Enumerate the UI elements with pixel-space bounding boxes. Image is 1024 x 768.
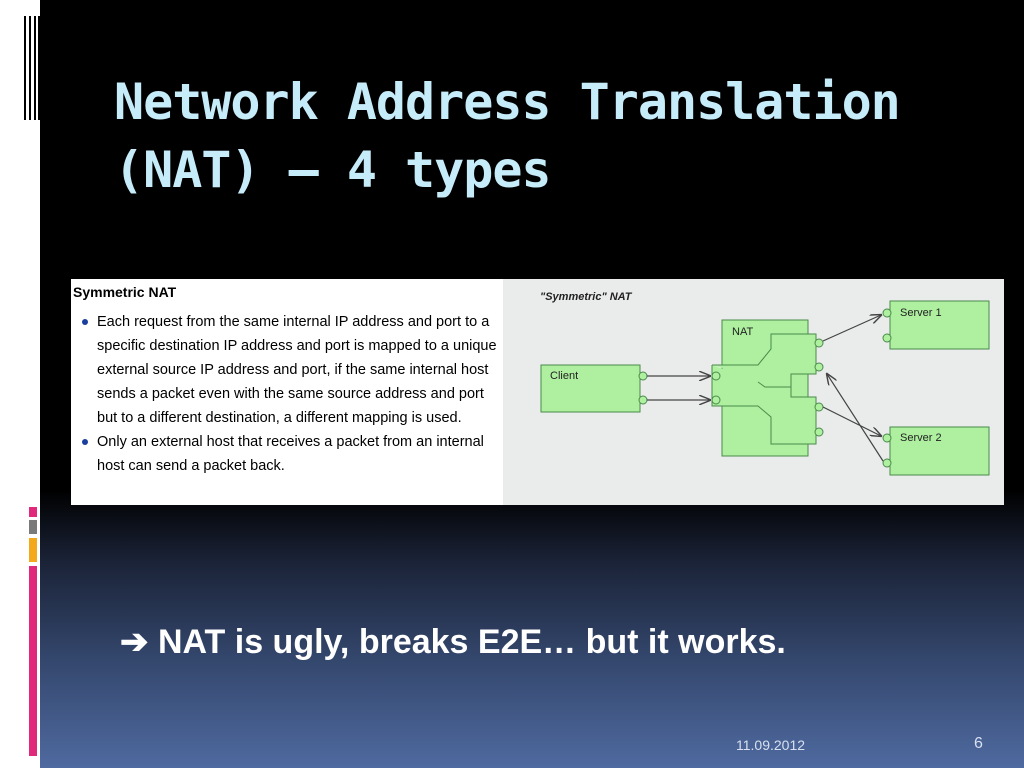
accent-bar-orange [29,538,37,562]
server-port-icon [882,433,892,443]
nat-mapping-icon [711,333,817,445]
bullet-icon [82,319,88,325]
client-label: Client [550,370,578,382]
arrow-icon [827,374,884,462]
title-line-1: Network Address Translation [114,73,901,131]
server-port-icon [882,458,892,468]
client-port-icon [638,395,648,405]
decorative-lines [24,16,40,120]
server2-box [889,426,990,476]
title-line-2: (NAT) – 4 types [114,141,552,199]
slide-page-number: 6 [974,735,983,752]
server-port-icon [882,308,892,318]
server2-label: Server 2 [900,432,942,444]
bullet-text: Only an external host that receives a pa… [97,434,484,474]
server-port-icon [882,333,892,343]
nat-port-icon [711,371,721,381]
bullet-item: Only an external host that receives a pa… [81,430,501,478]
figure-bullet-list: Each request from the same internal IP a… [81,310,501,478]
nat-port-icon [814,362,824,372]
nat-label: NAT [732,326,753,338]
accent-bar-gray [29,520,37,534]
server1-label: Server 1 [900,307,942,319]
slide-date: 11.09.2012 [736,737,806,753]
figure-heading: Symmetric NAT [73,284,177,300]
arrow-icon [822,315,881,342]
symmetric-nat-diagram: "Symmetric" NAT Client NAT Server 1 Serv… [503,279,1004,505]
callout-text: ➔ NAT is ugly, breaks E2E… but it works. [120,622,786,662]
nat-port-icon [814,338,824,348]
bullet-text: Each request from the same internal IP a… [97,314,497,426]
bullet-item: Each request from the same internal IP a… [81,310,501,430]
server1-box [889,300,990,350]
client-port-icon [638,371,648,381]
slide-title: Network Address Translation (NAT) – 4 ty… [114,68,994,204]
nat-port-icon [814,402,824,412]
nat-port-icon [814,427,824,437]
accent-bar-pink-long [29,566,37,756]
client-box [540,364,641,413]
bullet-icon [82,439,88,445]
nat-figure: Symmetric NAT Each request from the same… [71,279,1004,505]
diagram-title: "Symmetric" NAT [540,291,633,303]
callout-label: NAT is ugly, breaks E2E… but it works. [157,623,786,661]
arrow-icon [822,406,881,436]
nat-port-icon [711,395,721,405]
figure-text-panel: Symmetric NAT Each request from the same… [71,279,504,505]
right-arrow-icon: ➔ [120,623,149,661]
accent-bar-pink [29,507,37,517]
